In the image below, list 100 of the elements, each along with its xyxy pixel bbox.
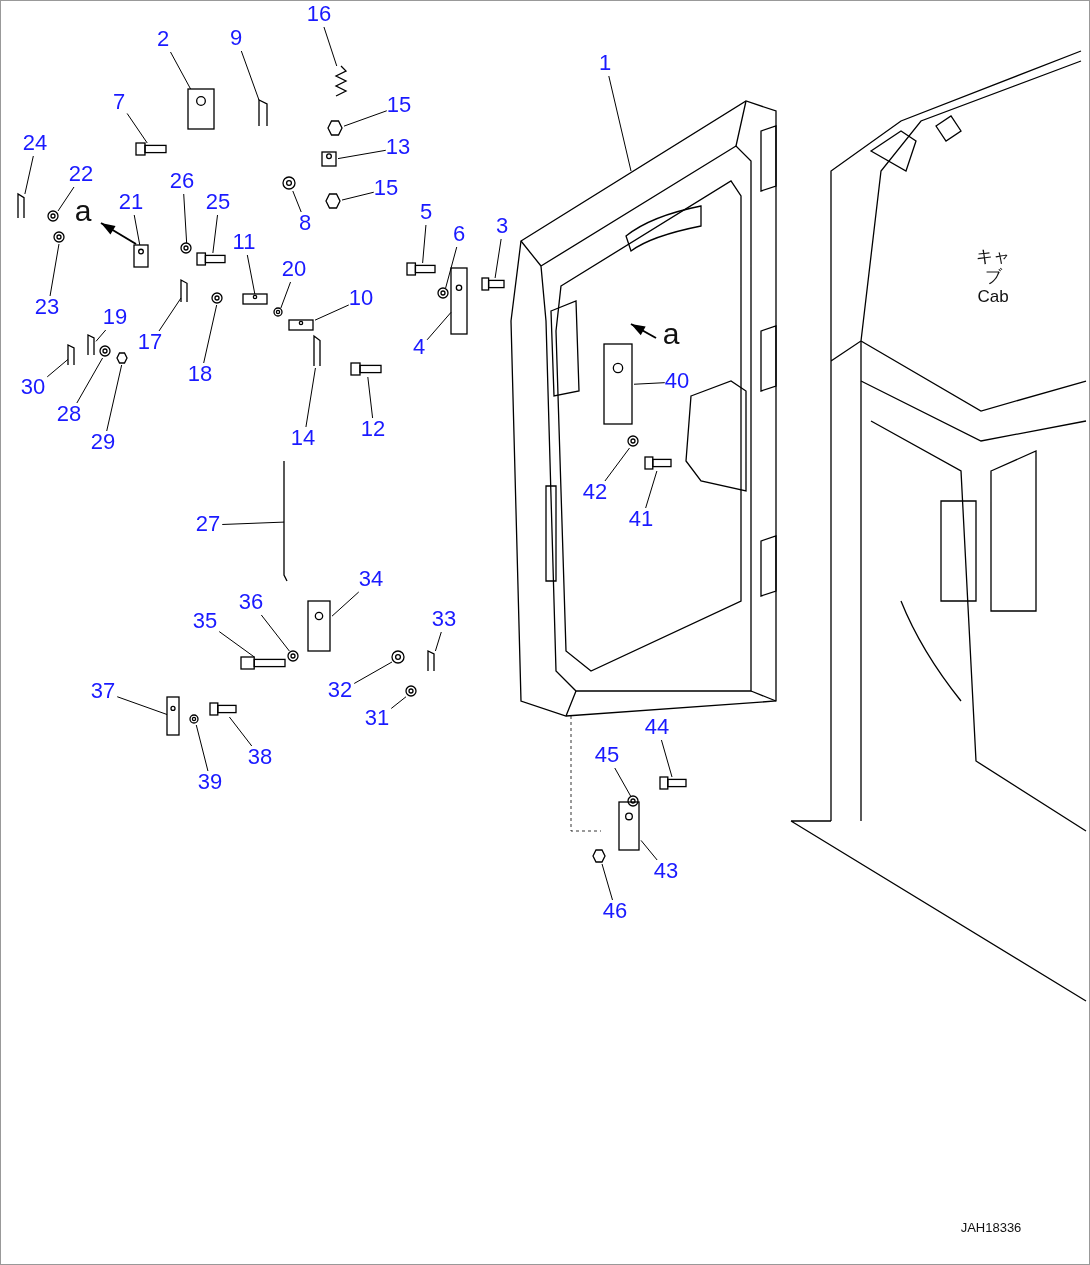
- callout-number: 32: [327, 679, 353, 701]
- callout-number: 40: [664, 370, 690, 392]
- leader-line: [126, 112, 148, 144]
- leader-line: [292, 190, 302, 213]
- callout-number: 3: [495, 215, 509, 237]
- leader-line: [341, 191, 375, 201]
- leader-line: [608, 75, 632, 172]
- callout-number: 4: [412, 336, 426, 358]
- leader-line: [604, 447, 631, 482]
- callout-number: 10: [348, 287, 374, 309]
- callout-number: 19: [102, 306, 128, 328]
- plate-drawing: [618, 801, 640, 851]
- pin-drawing: [258, 98, 268, 127]
- callout-number: 28: [56, 403, 82, 425]
- spring-drawing: [334, 65, 348, 97]
- leader-line: [203, 304, 218, 364]
- bolt-drawing: [135, 142, 167, 156]
- pin-drawing: [313, 334, 321, 367]
- leader-line: [221, 521, 285, 525]
- callout-number: 12: [360, 418, 386, 440]
- plate-drawing: [166, 696, 180, 736]
- callout-number: 24: [22, 132, 48, 154]
- leader-line: [106, 364, 123, 432]
- leader-line: [645, 470, 658, 509]
- callout-number: 39: [197, 771, 223, 793]
- nut-drawing: [325, 193, 341, 209]
- leader-line: [614, 767, 632, 797]
- leader-line: [331, 591, 360, 617]
- washer-drawing: [282, 176, 296, 190]
- leader-line: [240, 50, 260, 101]
- callout-number: 8: [298, 212, 312, 234]
- bolt-drawing: [209, 702, 237, 716]
- pin-drawing: [87, 333, 95, 356]
- callout-number: 34: [358, 568, 384, 590]
- leader-line: [390, 696, 407, 709]
- plate-drawing: [321, 151, 337, 167]
- bolt-drawing: [350, 362, 382, 376]
- washer-drawing: [627, 795, 639, 807]
- callout-number: 25: [205, 191, 231, 213]
- door-drawing: [510, 100, 777, 717]
- callout-number: 17: [137, 331, 163, 353]
- pin-drawing: [180, 278, 188, 303]
- callout-number: 33: [431, 608, 457, 630]
- plate-drawing: [307, 600, 331, 652]
- leader-line: [76, 357, 104, 404]
- leader-line: [323, 26, 338, 67]
- plate-drawing: [133, 244, 149, 268]
- leader-line: [183, 193, 188, 244]
- bolt-drawing: [240, 656, 286, 670]
- callout-number: 16: [306, 3, 332, 25]
- leader-line: [95, 329, 107, 342]
- callout-number: 9: [229, 27, 243, 49]
- leader-line: [426, 311, 452, 341]
- washer-drawing: [391, 650, 405, 664]
- washer-drawing: [211, 292, 223, 304]
- cab-label: キャブ Cab: [975, 247, 1011, 307]
- washer-drawing: [180, 242, 192, 254]
- leader-line: [49, 243, 60, 297]
- washer-drawing: [273, 307, 283, 317]
- callout-number: 42: [582, 481, 608, 503]
- view-label: a: [662, 317, 680, 351]
- leader-line: [260, 614, 290, 652]
- leader-line: [133, 214, 141, 246]
- callout-number: 29: [90, 431, 116, 453]
- leader-line: [633, 382, 666, 385]
- callout-number: 37: [90, 680, 116, 702]
- leader-line: [116, 696, 168, 715]
- leader-line: [422, 224, 427, 264]
- callout-number: 41: [628, 508, 654, 530]
- pin-drawing: [67, 343, 75, 366]
- leader-line: [57, 186, 75, 212]
- leader-line: [367, 376, 374, 419]
- washer-drawing: [287, 650, 299, 662]
- leader-line: [660, 739, 673, 778]
- leader-line: [195, 724, 209, 772]
- washer-drawing: [99, 345, 111, 357]
- nut-drawing: [116, 352, 128, 364]
- bolt-drawing: [406, 262, 436, 276]
- drawing-code: JAH18336: [960, 1219, 1022, 1235]
- leader-line: [494, 238, 502, 279]
- callout-number: 45: [594, 744, 620, 766]
- callout-number: 21: [118, 191, 144, 213]
- callout-number: 2: [156, 28, 170, 50]
- leader-line: [212, 214, 219, 254]
- pin-drawing: [427, 649, 435, 672]
- view-label: a: [74, 194, 92, 228]
- leader-line: [170, 51, 192, 90]
- bolt-drawing: [196, 252, 226, 266]
- callout-number: 20: [281, 258, 307, 280]
- callout-number: 43: [653, 860, 679, 882]
- callout-number: 18: [187, 363, 213, 385]
- plate-drawing: [242, 293, 268, 305]
- leader-line: [158, 297, 182, 332]
- leader-line: [601, 863, 613, 901]
- callout-number: 15: [386, 94, 412, 116]
- leader-line: [353, 661, 393, 684]
- leader-line: [434, 631, 442, 652]
- washer-drawing: [437, 287, 449, 299]
- leader-line: [280, 281, 292, 309]
- callout-number: 15: [373, 177, 399, 199]
